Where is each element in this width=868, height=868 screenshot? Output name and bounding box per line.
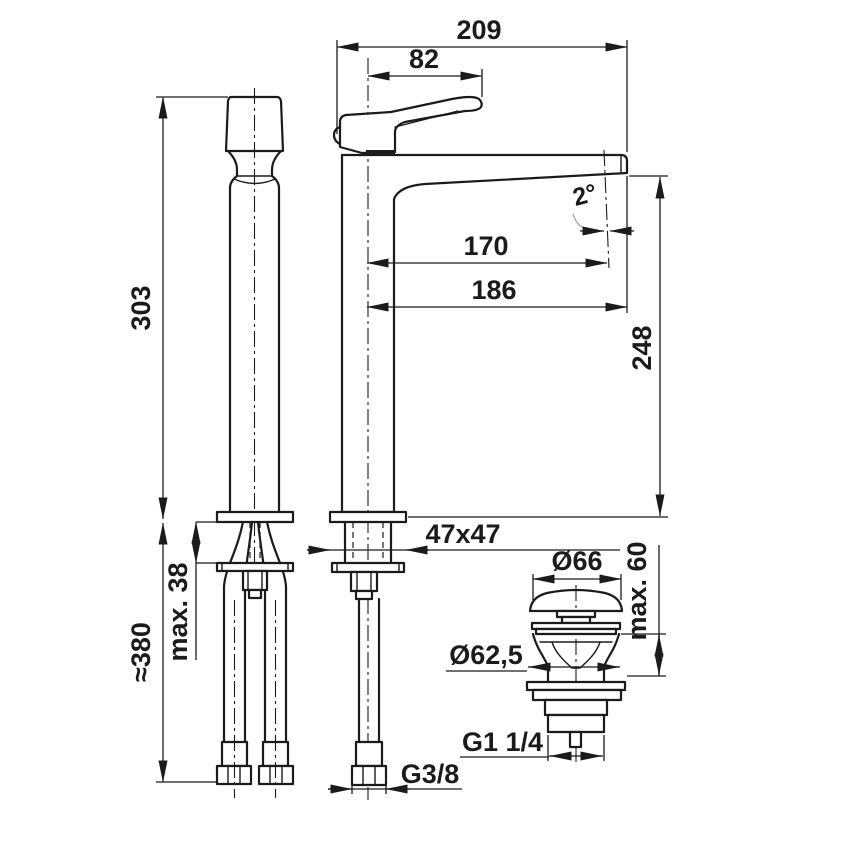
dim-spout-projection-outer-label: 186: [471, 275, 516, 305]
front-hose-nut: [350, 764, 388, 787]
drain-pin: [568, 730, 583, 749]
front-mount-washer: [330, 561, 406, 574]
side-stud-end: [247, 588, 263, 600]
dim-total-width-label: 209: [456, 15, 501, 45]
front-mount-nut: [349, 570, 379, 593]
dim-spout-angle-label: 2°: [570, 179, 600, 212]
drain-cylinder: [543, 698, 609, 717]
handle-ridge-line: [394, 110, 459, 128]
side-body-column: [228, 186, 281, 514]
dim-waste-deck-max-label: max. 60: [622, 541, 652, 640]
side-neck-right: [270, 149, 283, 190]
dim-66-ext: [532, 574, 622, 600]
hose-right-inner: [256, 520, 267, 744]
hose-right-outer: [265, 520, 288, 744]
dimensions: 209 82 2° 170 186 248 303 ≈380 max.: [126, 15, 668, 794]
side-mount-nut: [241, 569, 269, 592]
side-mount-nut-lines: [247, 570, 263, 591]
front-view: [328, 58, 629, 800]
side-view: [215, 88, 295, 798]
side-collar-arc: [233, 178, 276, 185]
dim-deck-thickness-label: max. 38: [163, 562, 193, 661]
dim-waste-thread-label: G1 1/4: [462, 727, 543, 757]
hose-left-outer: [222, 520, 245, 744]
side-washer-ticks: [221, 562, 289, 572]
drain-cap: [528, 588, 624, 613]
drain-body-left: [531, 632, 550, 684]
dim-g114-line: [460, 735, 605, 761]
side-handle-cap: [224, 95, 285, 153]
side-mount-washer: [215, 561, 295, 573]
drain-body-right: [602, 632, 621, 684]
dim-waste-hole-diameter-label: Ø62,5: [449, 640, 523, 670]
dim-max38-ext: [195, 521, 217, 660]
dim-248-ext: [408, 175, 668, 518]
hose-centerlines: [233, 600, 277, 798]
hose-left-inner: [243, 520, 254, 744]
front-washer-ticks: [336, 562, 400, 573]
dim-handle-length-label: 82: [409, 44, 439, 74]
dim-body-height-label: 303: [126, 285, 156, 330]
dim-base-section-label: 47x47: [425, 519, 500, 549]
front-mount-nut-lines: [356, 571, 372, 592]
drain-collar-2: [534, 627, 618, 636]
dim-angle-leader: [572, 213, 593, 232]
front-hose-nut-facets: [362, 765, 376, 786]
drain-flange-2: [531, 688, 623, 702]
front-base-flange: [328, 510, 408, 524]
front-shank: [343, 520, 393, 565]
dim-outlet-height-label: 248: [627, 325, 657, 370]
dim-spout-projection-label: 170: [463, 231, 508, 261]
hose-nut-facets: [227, 765, 283, 785]
front-hose-collar: [354, 740, 384, 768]
front-stud-end: [354, 589, 374, 601]
dim-supply-thread-label: G3/8: [401, 759, 460, 789]
side-neck-left: [226, 149, 239, 190]
handle-shadow-gap: [366, 150, 395, 155]
dim-angle-axis: [603, 149, 610, 269]
front-hidden-hose: [352, 522, 384, 563]
dim-209-ext: [336, 40, 628, 152]
dim-waste-cap-diameter-label: Ø66: [551, 546, 602, 576]
front-hose: [357, 597, 381, 744]
dim-hose-length-label: ≈380: [126, 622, 156, 682]
lever-handle: [338, 95, 483, 155]
drain-flange-1: [525, 680, 627, 692]
side-base-flange: [215, 510, 295, 524]
drain-thread-cylinder: [546, 713, 606, 734]
faucet-body: [340, 153, 629, 514]
